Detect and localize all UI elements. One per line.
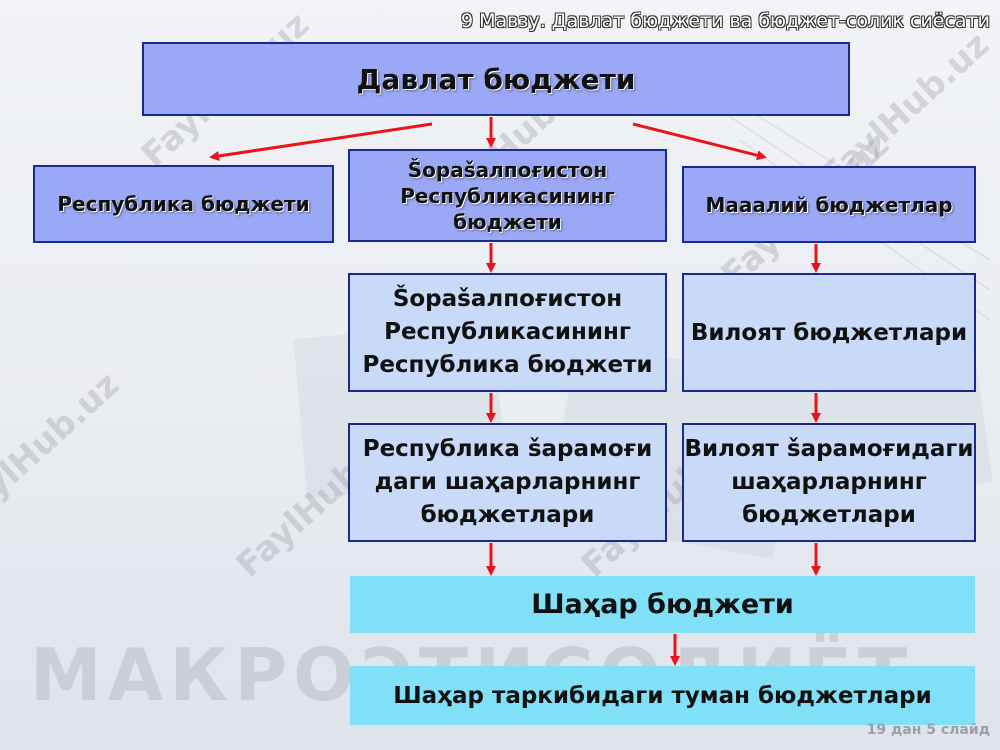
box-label: Шаҳар таркибидаги туман бюджетлари (393, 682, 932, 709)
arrow-main-to-local (632, 122, 767, 161)
box-republic-budget: Республика бюджети (33, 165, 334, 243)
box-local-budgets: Мааалий бюджетлар (682, 166, 976, 243)
box-label: Республика бюджети (57, 192, 310, 216)
box-region-cities-budgets: Вилоят šарамоғидаги шаҳарларнинг бюджетл… (682, 423, 976, 542)
box-label: Вилоят бюджетлари (690, 319, 968, 346)
arrow-main-to-republic (209, 122, 433, 161)
slide-counter: 19 дан 5 слайд (866, 722, 990, 738)
box-district-budgets: Шаҳар таркибидаги туман бюджетлари (350, 666, 975, 725)
box-label: Вилоят šарамоғидаги шаҳарларнинг бюджетл… (684, 436, 974, 528)
box-label: Šoрašалпоғистон Республикасининг бюджети (400, 157, 615, 234)
box-label: Республика šарамоғи даги шаҳарларнинг бю… (362, 436, 653, 528)
slide-title: 9 Мавзу. Давлат бюджети ва бюджет-солик … (460, 10, 990, 32)
box-city-budget: Шаҳар бюджети (350, 576, 975, 633)
box-label: Давлат бюджети (356, 62, 636, 96)
box-republic-cities-budgets: Республика šарамоғи даги шаҳарларнинг бю… (348, 423, 667, 542)
box-kkr-republic-budget: Šoрašалпоғистон Республикасининг Республ… (348, 273, 667, 392)
box-region-budgets: Вилоят бюджетлари (682, 273, 976, 392)
box-label: Шаҳар бюджети (531, 589, 794, 620)
box-label: Šoрašалпоғистон Республикасининг Республ… (362, 286, 653, 378)
box-kkr-budget: Šoрašалпоғистон Республикасининг бюджети (348, 149, 667, 242)
box-label: Мааалий бюджетлар (705, 192, 953, 217)
box-state-budget: Давлат бюджети (142, 42, 850, 116)
